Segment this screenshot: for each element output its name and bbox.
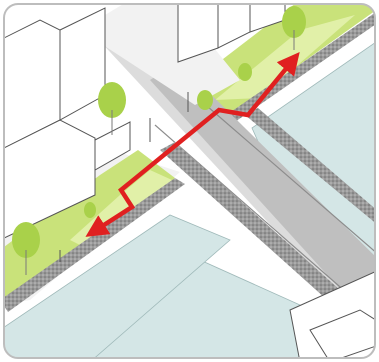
tree-icon bbox=[84, 202, 96, 218]
red-route-arrow bbox=[85, 52, 300, 237]
frame-border bbox=[3, 3, 376, 359]
building-front-right-inner bbox=[309, 309, 375, 358]
tree-icon bbox=[238, 63, 252, 81]
tree-icon bbox=[197, 90, 213, 110]
tree-icon bbox=[12, 222, 40, 275]
tree-icon bbox=[282, 6, 306, 50]
